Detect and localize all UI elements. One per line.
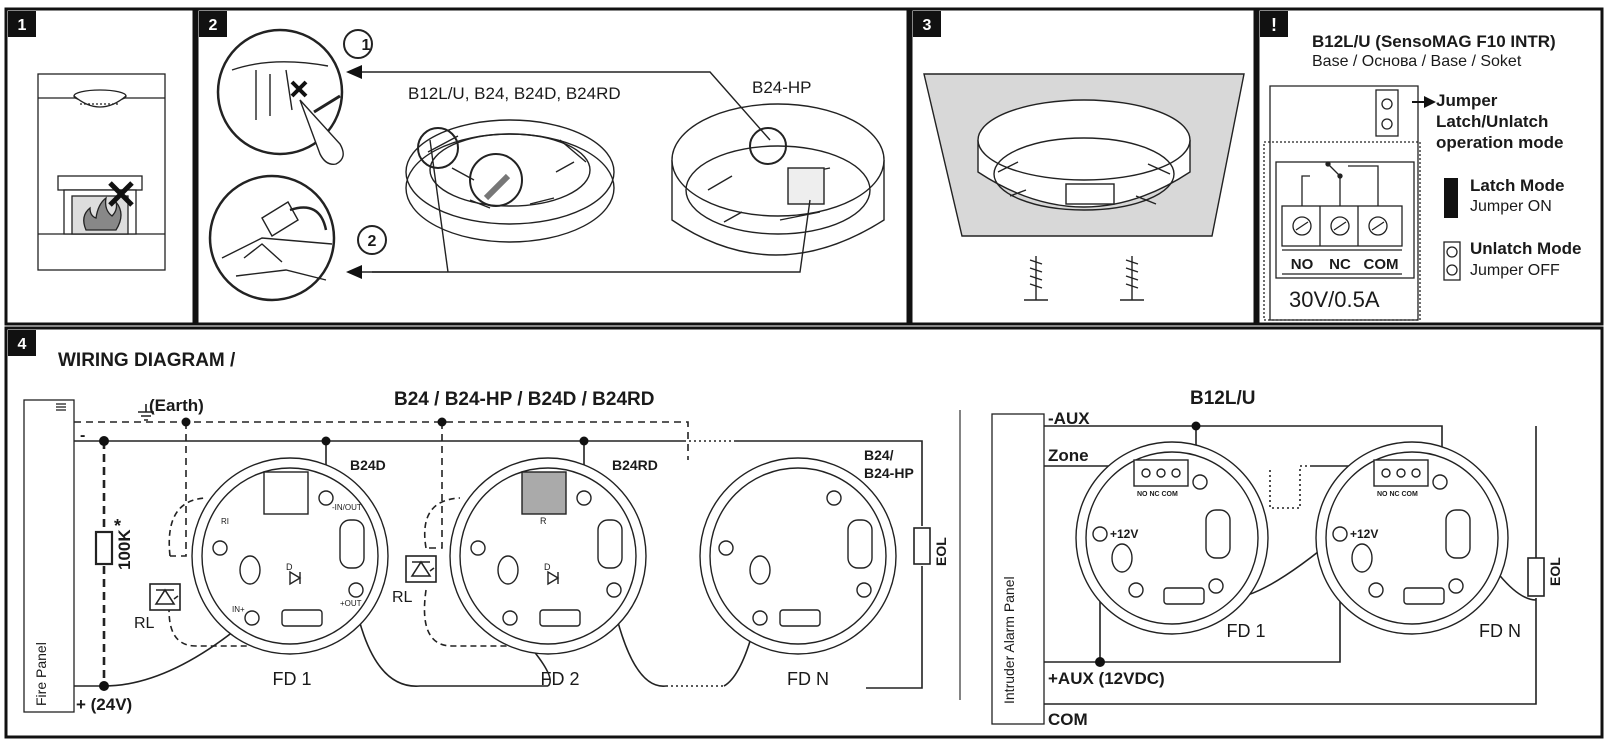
- room-illustration: [37, 73, 166, 271]
- fire-detector-bases: [191, 457, 897, 655]
- warning-badge: !: [1271, 15, 1277, 35]
- small-terms-2: NO NC COM: [1377, 491, 1418, 498]
- rl-label-2: RL: [392, 589, 413, 606]
- eol-label-fire: EOL: [933, 537, 949, 566]
- step-1-label: 1: [362, 37, 371, 54]
- jumper-arrowhead: [1424, 96, 1436, 108]
- panel-badges: 1 2 3 ! 4: [8, 11, 1288, 356]
- relay-rating: 30V/0.5A: [1289, 287, 1380, 312]
- latch-mode-title: Latch Mode: [1470, 176, 1564, 195]
- resistor-r-label: R: [540, 516, 547, 526]
- terminal-com: COM: [1364, 256, 1399, 273]
- base-model-subtitle: Base / Основа / Base / Soket: [1312, 53, 1522, 70]
- panel-2-drawings: [208, 28, 885, 302]
- panel-4-number: 4: [18, 336, 27, 353]
- intruder-fdn-label: FD N: [1479, 621, 1521, 641]
- out-plus-terminal-label: +OUT: [340, 599, 362, 608]
- top-frames: [4, 7, 1604, 739]
- aux-plus-label: +AUX (12VDC): [1048, 669, 1165, 688]
- bases-label: B12L/U, B24, B24D, B24RD: [408, 84, 621, 103]
- unlatch-mode-sub: Jumper OFF: [1470, 262, 1560, 279]
- minus-label: -: [80, 427, 85, 444]
- b24d-label: B24D: [350, 457, 386, 473]
- jumper-line-3: operation mode: [1436, 133, 1564, 152]
- panel-3-number: 3: [923, 17, 932, 34]
- plus12-label-2: +12V: [1350, 527, 1378, 541]
- in-out-terminal-label: -IN/OUT: [332, 503, 362, 512]
- rl-label-1: RL: [134, 615, 155, 632]
- unlatch-mode-title: Unlatch Mode: [1470, 239, 1581, 258]
- com-label: COM: [1048, 710, 1088, 729]
- plus24-label: + (24V): [76, 695, 132, 714]
- intruder-detector-bases: [1075, 441, 1509, 635]
- intruder-panel-label: Intruder Alarm Panel: [1001, 576, 1017, 704]
- wiring-title: WIRING DIAGRAM /: [58, 350, 236, 371]
- fire-panel-label: Fire Panel: [33, 642, 49, 706]
- base-model-title: B12L/U (SensoMAG F10 INTR): [1312, 32, 1556, 51]
- b24rd-label: B24RD: [612, 457, 658, 473]
- fd1-label: FD 1: [272, 669, 311, 689]
- zone-label: Zone: [1048, 446, 1089, 465]
- intruder-junction-dots: [1095, 421, 1201, 667]
- fire-panel-box: [23, 399, 75, 713]
- resistor-label: 100K: [115, 529, 134, 570]
- terminal-nc: NC: [1329, 256, 1351, 273]
- aux-minus-label: -AUX: [1048, 409, 1090, 428]
- in-plus-terminal-label: IN+: [232, 605, 245, 614]
- b24hp-label-2: B24-HP: [864, 465, 914, 481]
- step-2-label: 2: [368, 233, 377, 250]
- b24-hp-label: B24-HP: [752, 78, 812, 97]
- fd2-label: FD 2: [540, 669, 579, 689]
- b24hp-label-1: B24/: [864, 447, 894, 463]
- fdn-label: FD N: [787, 669, 829, 689]
- eol-label-intruder: EOL: [1547, 557, 1563, 586]
- intruder-section-title: B12L/U: [1190, 388, 1255, 409]
- fire-section-title: B24 / B24-HP / B24D / B24RD: [394, 389, 654, 410]
- fire-junction-dots: [99, 417, 589, 691]
- terminal-no: NO: [1291, 256, 1314, 273]
- panel-2-arrowheads: [346, 65, 362, 279]
- panel-2-number: 2: [209, 17, 218, 34]
- intruder-panel-box: [991, 413, 1045, 725]
- jumper-base-drawing: [1263, 85, 1461, 321]
- small-terms-1: NO NC COM: [1137, 491, 1178, 498]
- resistor-asterisk: *: [114, 516, 121, 536]
- diode-label-2: D: [544, 562, 551, 572]
- diode-label-1: D: [286, 562, 293, 572]
- intruder-fd1-label: FD 1: [1226, 621, 1265, 641]
- panel-1-number: 1: [18, 17, 27, 34]
- jumper-line-1: Jumper: [1436, 91, 1498, 110]
- jumper-line-2: Latch/Unlatch: [1436, 112, 1548, 131]
- latch-mode-sub: Jumper ON: [1470, 198, 1552, 215]
- ri-terminal-label: RI: [221, 517, 229, 526]
- plus12-label-1: +12V: [1110, 527, 1138, 541]
- ceiling-mount-drawing: [923, 73, 1245, 301]
- earth-label: (Earth): [149, 396, 204, 415]
